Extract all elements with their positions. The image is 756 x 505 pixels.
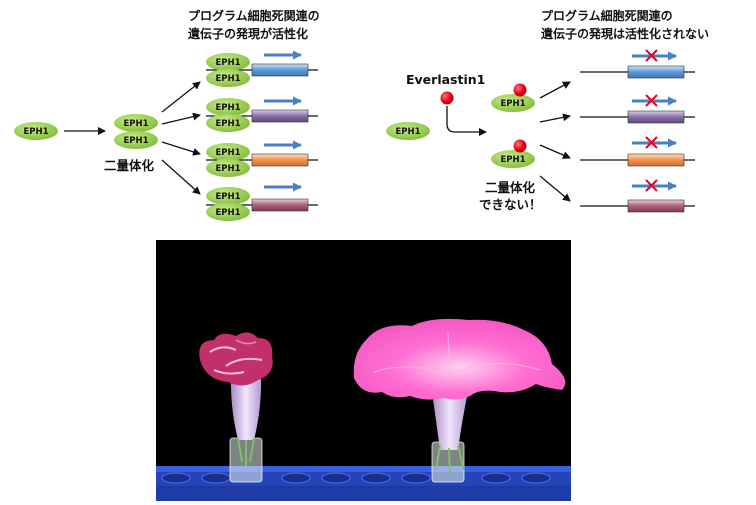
gene-row-purple-inactive [580, 94, 695, 124]
fresh-flower [353, 318, 566, 483]
left-title-line2: 遺伝子の発現が活性化 [187, 26, 308, 41]
eph1-label: EPH1 [500, 99, 525, 109]
cross-icon [645, 136, 658, 149]
eph1-monomer-left: EPH1 [14, 122, 58, 140]
cross-icon [645, 49, 658, 62]
everlastin1-molecule [513, 83, 527, 97]
no-dimer-label-line2: できない！ [479, 197, 542, 212]
eph1-label: EPH1 [395, 127, 420, 137]
eph1-dimer-left: EPH1 EPH1 [114, 114, 158, 149]
binding-arrow [446, 106, 487, 136]
right-title-line2: 遺伝子の発現は活性化されない [540, 26, 709, 41]
cross-icon [645, 179, 658, 192]
eph1-label: EPH1 [215, 58, 240, 68]
eph1-label: EPH1 [215, 192, 240, 202]
withered-flower [199, 332, 273, 483]
gene-row-orange-active: EPH1 EPH1 [206, 140, 318, 177]
gene-row-orange-inactive [580, 136, 695, 167]
eph1-label: EPH1 [215, 148, 240, 158]
right-panel: プログラム細胞死関連の 遺伝子の発現は活性化されない Everlastin1 E… [386, 8, 709, 213]
flower-photo [156, 240, 571, 501]
cross-icon [645, 94, 658, 107]
eph1-label: EPH1 [215, 103, 240, 113]
eph1-label: EPH1 [123, 136, 148, 146]
left-title-line1: プログラム細胞死関連の [188, 8, 320, 23]
eph1-label: EPH1 [215, 119, 240, 129]
arrow [161, 81, 201, 113]
left-panel: プログラム細胞死関連の 遺伝子の発現が活性化 EPH1 EPH1 EPH1 二量… [14, 8, 320, 221]
eph1-label: EPH1 [123, 119, 148, 129]
arrow [539, 113, 571, 123]
everlastin1-label: Everlastin1 [406, 72, 485, 87]
arrow [161, 159, 201, 195]
gene-row-blue-active: EPH1 EPH1 [206, 50, 318, 87]
gene-row-mauve-active: EPH1 EPH1 [206, 182, 318, 221]
gene-row-blue-inactive [580, 49, 695, 79]
everlastin1-molecule [440, 91, 454, 105]
dimerization-label: 二量体化 [104, 158, 155, 173]
everlastin1-molecule [513, 139, 527, 153]
eph1-label: EPH1 [23, 127, 48, 137]
right-title-line1: プログラム細胞死関連の [541, 8, 673, 23]
gene-row-mauve-inactive [580, 179, 695, 213]
eph1-label: EPH1 [500, 155, 525, 165]
eph1-label: EPH1 [215, 208, 240, 218]
arrow [161, 141, 201, 156]
eph1-bound-lower: EPH1 [491, 139, 535, 168]
arrow [539, 81, 571, 99]
eph1-label: EPH1 [215, 164, 240, 174]
eph1-bound-upper: EPH1 [491, 83, 535, 112]
blue-tray [156, 466, 571, 501]
eph1-monomer-right: EPH1 [386, 122, 430, 140]
no-dimer-label-line1: 二量体化 [485, 180, 536, 195]
arrow [539, 175, 571, 202]
eph1-label: EPH1 [215, 74, 240, 84]
gene-row-purple-active: EPH1 EPH1 [206, 96, 318, 132]
arrow [161, 112, 201, 125]
arrow [539, 144, 571, 159]
